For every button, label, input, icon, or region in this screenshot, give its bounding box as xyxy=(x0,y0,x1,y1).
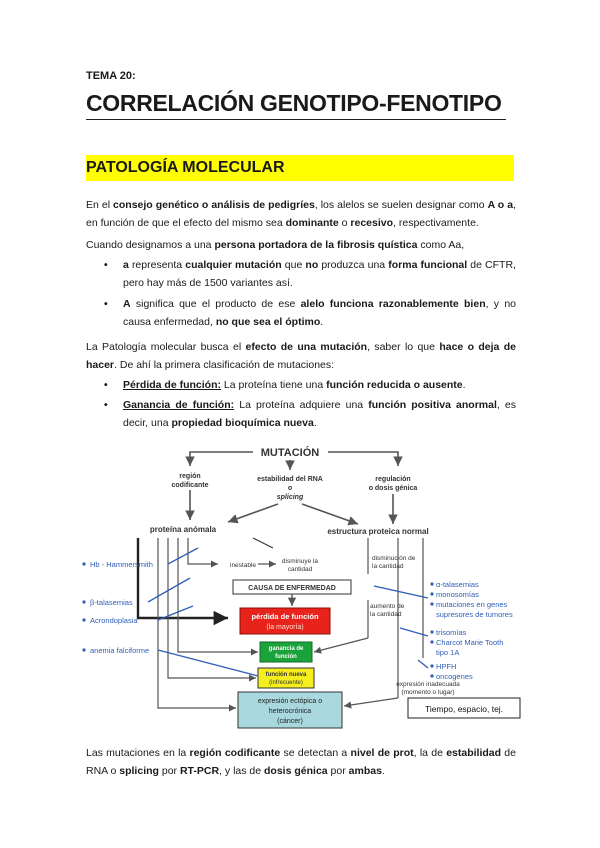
gain-of-function-box xyxy=(259,641,313,663)
list-item-text: a representa cualquier mutación que no p… xyxy=(123,259,516,289)
bullet-marker: • xyxy=(104,298,108,310)
bullet-marker: • xyxy=(104,379,108,391)
mutation-label: MUTACIÓN xyxy=(261,446,320,459)
list-item-text: Ganancia de función: La proteína adquier… xyxy=(123,399,516,429)
decrease-label-line: cantidad xyxy=(288,566,313,573)
left-example: Acrondoplasia xyxy=(90,616,138,625)
stability-label-line: estabilidad del RNA xyxy=(257,476,323,483)
note-text: Tiempo, espacio, tej. xyxy=(425,704,503,714)
right-example: trisomías xyxy=(436,628,467,637)
paragraph-molecular-pathology: La Patología molecular busca el efecto d… xyxy=(86,341,516,371)
loss-of-function-label-line: pérdida de función xyxy=(251,612,319,621)
decrease-label-line: disminuye la xyxy=(282,558,319,565)
normal-structure-label: estructura proteica normal xyxy=(327,527,428,536)
new-function-box xyxy=(257,667,315,689)
right-example: α-talasemias xyxy=(436,580,479,589)
topic-number: TEMA 20: xyxy=(86,70,136,82)
list-item-text: A significa que el producto de ese alelo… xyxy=(123,298,516,328)
mutation-flowchart: MUTACIÓN región codificante estabilidad … xyxy=(82,446,521,729)
right-example: mutaciones en genes xyxy=(436,600,508,609)
region-label-line: codificante xyxy=(172,482,209,489)
right-example: oncogenes xyxy=(436,672,473,681)
stability-label-line: splicing xyxy=(277,494,304,501)
list-item: • Ganancia de función: La proteína adqui… xyxy=(104,396,516,432)
section-heading: PATOLOGÍA MOLECULAR xyxy=(86,155,514,181)
ectopic-expression-label-line: expresión ectópica o xyxy=(258,698,322,705)
paragraph-carrier: Cuando designamos a una persona portador… xyxy=(86,239,465,251)
unstable-label: inestable xyxy=(230,562,256,569)
loss-of-function-label-line: (la mayoría) xyxy=(266,624,303,631)
loss-of-function-box xyxy=(239,607,331,635)
list-item: • Pérdida de función: La proteína tiene … xyxy=(104,376,516,394)
increase-label-line: aumento de xyxy=(370,603,405,610)
left-example: anemia falciforme xyxy=(90,646,149,655)
bullet-marker: • xyxy=(104,259,108,271)
stability-label-line: o xyxy=(288,485,292,492)
regulation-label-line: o dosis génica xyxy=(369,485,418,492)
page-title: CORRELACIÓN GENOTIPO-FENOTIPO xyxy=(86,90,506,120)
mutation-diagram: MUTACIÓN región codificante estabilidad … xyxy=(78,438,530,734)
note-box xyxy=(407,697,521,719)
right-example: monosomías xyxy=(436,590,479,599)
increase-label-line: la cantidad xyxy=(370,611,402,618)
gain-of-function-label-line: función xyxy=(275,654,297,660)
list-item: • a representa cualquier mutación que no… xyxy=(104,256,516,292)
inadequate-expression-label-line: (momento o lugar) xyxy=(401,689,454,696)
list-item-text: Pérdida de función: La proteína tiene un… xyxy=(123,379,466,391)
reduction-label-line: disminución de xyxy=(372,555,416,562)
ectopic-expression-box xyxy=(237,691,343,729)
paragraph-detection: Las mutaciones en la región codificante … xyxy=(86,747,516,777)
abnormal-protein-label: proteína anómala xyxy=(150,525,217,534)
list-item: • A significa que el producto de ese ale… xyxy=(104,295,516,331)
disease-cause-label: CAUSA DE ENFERMEDAD xyxy=(248,585,336,592)
right-example: Charcot Marie Tooth xyxy=(436,638,503,647)
right-example: tipo 1A xyxy=(436,648,459,657)
ectopic-expression-label-line: heterocrónica xyxy=(269,708,312,715)
right-example: HPFH xyxy=(436,662,456,671)
region-label-line: región xyxy=(179,473,200,480)
bullet-marker: • xyxy=(104,399,108,411)
reduction-label-line: la cantidad xyxy=(372,563,404,570)
right-example: supresores de tumores xyxy=(436,610,513,619)
left-example: β-talasemias xyxy=(90,598,133,607)
left-example: Hb - Hammersmith xyxy=(90,560,153,569)
regulation-label-line: regulación xyxy=(375,476,410,483)
paragraph-alleles: En el consejo genético o análisis de ped… xyxy=(86,199,516,229)
gain-of-function-label-line: ganancia de xyxy=(269,646,304,652)
new-function-label-line: (infrecuente) xyxy=(269,680,303,686)
new-function-label-line: función nueva xyxy=(266,672,307,678)
inadequate-expression-label-line: expresión inadecuada xyxy=(396,681,460,688)
ectopic-expression-label-line: (cáncer) xyxy=(277,718,303,725)
